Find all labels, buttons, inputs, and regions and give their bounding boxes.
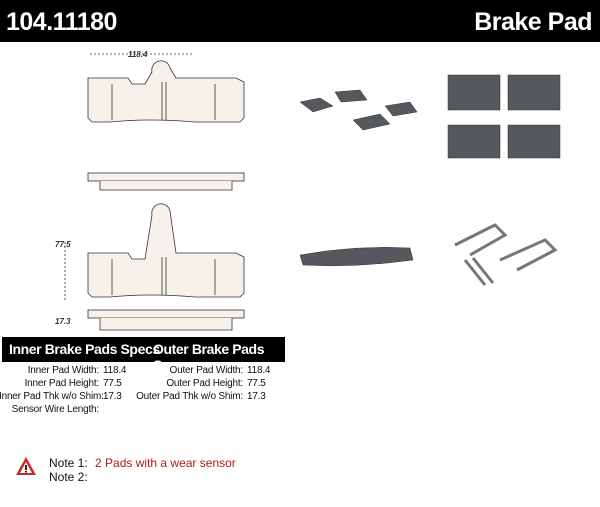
spec-label: Sensor Wire Length:: [11, 404, 100, 415]
spec-value: 17.3: [103, 391, 122, 402]
spec-label: Outer Pad Width:: [169, 365, 244, 376]
spec-label: Inner Pad Height:: [24, 378, 100, 389]
note-label: Note 1:: [49, 456, 88, 470]
thickness-dimension: 17.3: [55, 317, 71, 326]
note-label: Note 2:: [49, 470, 88, 484]
note-2: Note 2:: [49, 470, 88, 484]
product-type: Brake Pad: [474, 8, 592, 36]
specs-header: Inner Brake Pads Specs Outer Brake Pads …: [2, 337, 285, 373]
spec-label: Outer Pad Thk w/o Shim:: [136, 391, 243, 402]
note-1: Note 1: 2 Pads with a wear sensor: [49, 456, 236, 470]
spec-value: 77.5: [247, 378, 266, 389]
spec-value: 118.4: [247, 365, 271, 376]
pad-technical-drawing: 118.4 77.5 17.3: [55, 50, 245, 331]
spec-label: Inner Pad Width:: [27, 365, 99, 376]
height-dimension: 77.5: [55, 240, 71, 249]
spec-label: Outer Pad Height:: [166, 378, 243, 389]
warning-icon: [16, 457, 36, 475]
spec-value: 17.3: [247, 391, 266, 402]
inner-specs-title: Inner Brake Pads Specs: [9, 341, 160, 357]
spec-value: 118.4: [103, 365, 127, 376]
note-text: 2 Pads with a wear sensor: [95, 456, 236, 470]
outer-specs-title: Outer Brake Pads Specs: [153, 341, 265, 373]
product-photos: [299, 74, 561, 286]
spec-label: Inner Pad Thk w/o Shim:: [0, 391, 104, 402]
spec-value: 77.5: [103, 378, 122, 389]
width-dimension: 118.4: [128, 50, 148, 59]
part-number: 104.11180: [6, 8, 117, 36]
header-bar: 104.11180 Brake Pad: [0, 0, 600, 42]
